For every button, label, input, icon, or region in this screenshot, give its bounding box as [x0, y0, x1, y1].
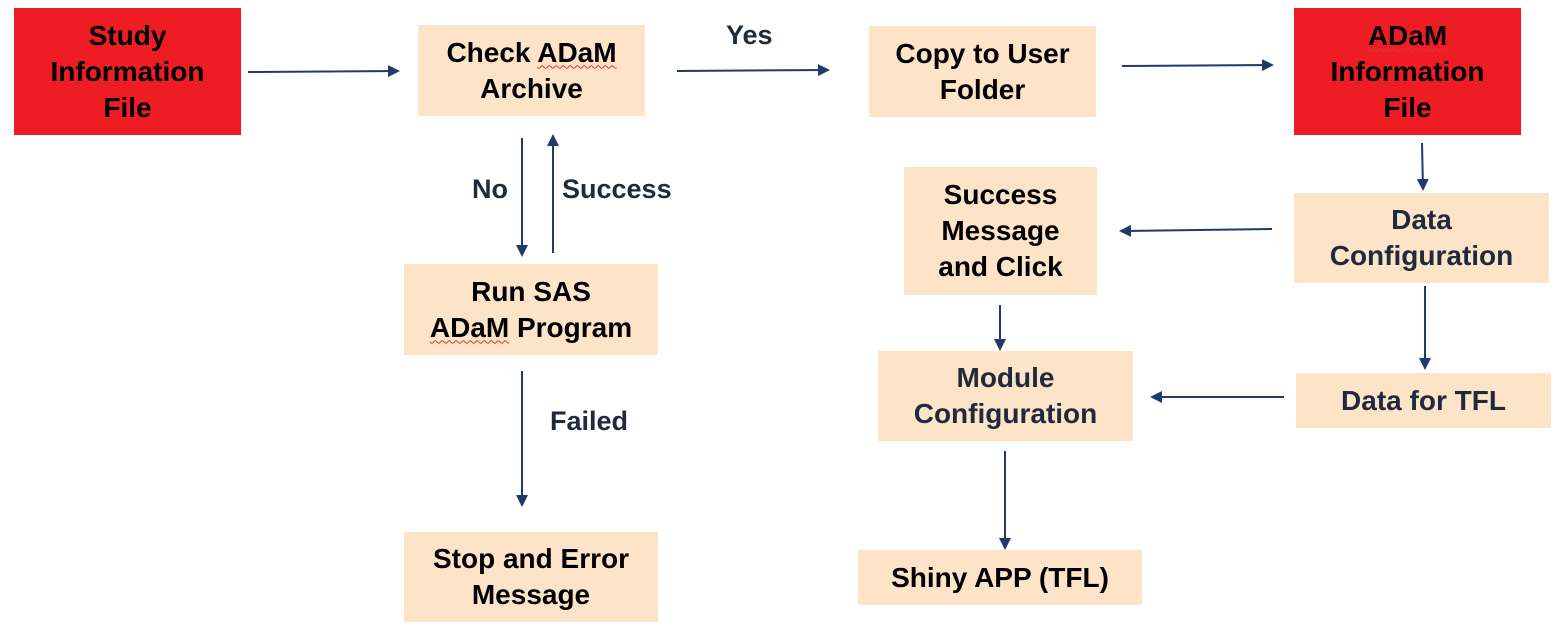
node-label: Success Message and Click: [938, 179, 1063, 282]
failed-label: Failed: [550, 406, 629, 436]
arrow-check-to-copy: [676, 64, 830, 77]
node-label: Copy to User Folder: [895, 37, 1070, 105]
arrow-study-to-check: [247, 65, 400, 78]
data-configuration-node: Data Configuration: [1294, 193, 1549, 283]
node-label: Study Information File: [50, 19, 205, 123]
node-label: Data for TFL: [1341, 384, 1506, 416]
node-label: Stop and Error Message: [432, 543, 629, 610]
shiny-app-node: Shiny APP (TFL): [858, 550, 1142, 605]
arrow-data-config-to-success: [1119, 224, 1273, 237]
arrow-copy-to-adam-info: [1121, 59, 1274, 72]
copy-to-user-folder-node: Copy to User Folder: [869, 26, 1096, 117]
no-label: No: [472, 174, 508, 204]
study-information-file-node: Study Information File: [14, 8, 241, 135]
node-label: Check ADaM Archive: [446, 36, 617, 104]
node-label: Run SAS ADaM Program: [429, 275, 633, 343]
node-label: ADaM Information File: [1330, 19, 1485, 123]
data-for-tfl-node: Data for TFL: [1296, 373, 1551, 428]
node-label: Shiny APP (TFL): [891, 561, 1109, 593]
success-message-node: Success Message and Click: [904, 167, 1097, 295]
yes-label: Yes: [726, 20, 773, 50]
module-configuration-node: Module Configuration: [878, 351, 1133, 441]
stop-and-error-message-node: Stop and Error Message: [404, 532, 658, 622]
success-label: Success: [562, 174, 672, 204]
arrow-adam-info-to-data-config: [1416, 142, 1429, 191]
run-sas-adam-program-node: Run SAS ADaM Program: [404, 264, 658, 355]
check-adam-archive-node: Check ADaM Archive: [418, 25, 645, 116]
adam-information-file-node: ADaM Information File: [1294, 8, 1521, 135]
node-label: Module Configuration: [913, 362, 1098, 429]
node-label: Data Configuration: [1329, 204, 1514, 271]
